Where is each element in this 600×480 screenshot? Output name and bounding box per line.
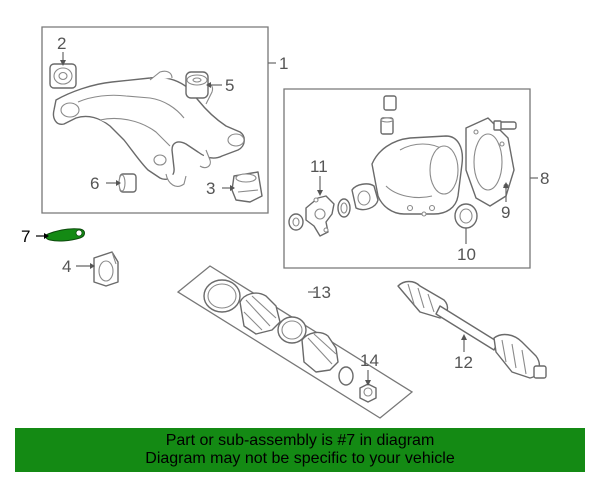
pinion-seal[interactable]	[288, 198, 351, 231]
cv-boot-outer[interactable]	[239, 292, 281, 335]
callout-2[interactable]: 2	[57, 34, 66, 53]
breather-plug[interactable]	[380, 95, 397, 135]
callout-12[interactable]: 12	[454, 353, 473, 372]
cv-boot-inner[interactable]	[301, 331, 339, 373]
cv-boot-kit-group: 13	[176, 265, 414, 419]
callout-6[interactable]: 6	[90, 174, 99, 193]
callout-1[interactable]: 1	[279, 54, 288, 73]
callout-10[interactable]: 10	[457, 245, 476, 264]
pinion-flange[interactable]	[305, 195, 335, 237]
differential-group-frame	[283, 88, 531, 269]
callout-14[interactable]: 14	[360, 351, 379, 370]
callout-3[interactable]: 3	[206, 179, 215, 198]
highlighted-part-7[interactable]	[45, 228, 85, 242]
subframe-group-frame	[41, 26, 269, 214]
boot-clamp-small[interactable]	[277, 316, 307, 344]
callout-13[interactable]: 13	[312, 283, 331, 302]
differential-group: 8 11	[283, 88, 549, 269]
cv-boot-kit-frame	[176, 265, 414, 419]
snap-ring[interactable]	[338, 366, 354, 386]
subframe-bushing-rear[interactable]	[185, 71, 209, 99]
callout-9[interactable]: 9	[501, 203, 510, 222]
callout-8[interactable]: 8	[540, 169, 549, 188]
callout-4[interactable]: 4	[62, 257, 71, 276]
subframe-bushing-front[interactable]	[49, 63, 77, 89]
callout-11[interactable]: 11	[310, 157, 328, 176]
callout-5[interactable]: 5	[225, 76, 234, 95]
differential-mount[interactable]	[231, 171, 263, 203]
info-banner: Part or sub-assembly is #7 in diagram Di…	[15, 428, 585, 472]
subframe-group: 1 2 5	[41, 26, 288, 214]
differential-cover[interactable]	[465, 117, 515, 207]
differential-assembly[interactable]	[351, 135, 464, 217]
axle-seal[interactable]	[454, 203, 478, 229]
rear-subframe[interactable]	[52, 70, 245, 187]
axle-shaft-assembly[interactable]	[397, 280, 547, 379]
cover-bolt[interactable]	[493, 120, 517, 131]
subframe-small-bushing[interactable]	[118, 173, 137, 193]
callout-7[interactable]: 7	[21, 227, 30, 246]
banner-line-1: Part or sub-assembly is #7 in diagram	[165, 432, 435, 449]
boot-clamp-large[interactable]	[203, 279, 241, 313]
axle-nut[interactable]	[359, 383, 377, 403]
banner-line-2: Diagram may not be specific to your vehi…	[145, 450, 455, 467]
rear-mount-bushing[interactable]	[93, 251, 119, 287]
